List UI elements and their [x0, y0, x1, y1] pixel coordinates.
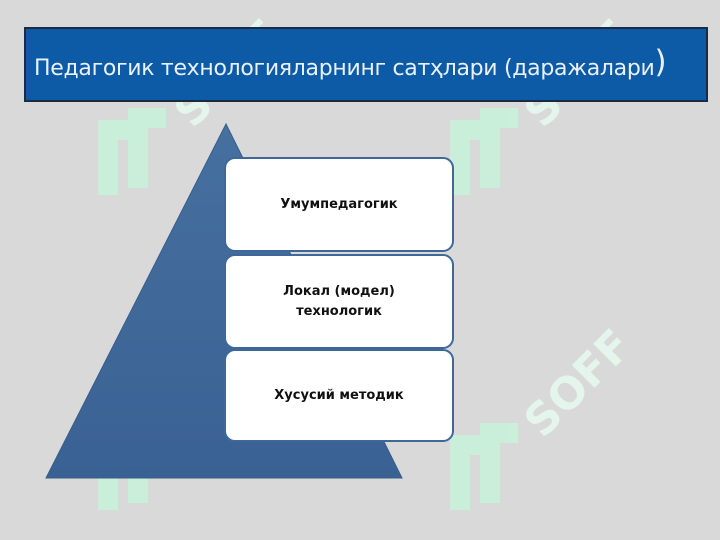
level-label-line: Хусусий методик	[274, 387, 404, 403]
level-label-line: технологик	[296, 303, 382, 319]
slide-title-text: Педагогик технологияларнинг сатҳлари (да…	[34, 55, 655, 81]
level-local-modular: Локал (модел) технологик	[224, 254, 454, 349]
level-label-line: Локал (модел)	[283, 283, 395, 299]
level-label: Хусусий методик	[274, 386, 403, 406]
slide-title: Педагогик технологияларнинг сатҳлари (да…	[34, 43, 667, 83]
level-private-methodical: Хусусий методик	[224, 349, 454, 442]
level-general-pedagogical: Умумпедагогик	[224, 157, 454, 252]
level-label: Умумпедагогик	[280, 195, 397, 215]
level-label: Локал (модел) технологик	[283, 282, 395, 322]
title-bar: Педагогик технологияларнинг сатҳлари (да…	[24, 27, 708, 102]
level-label-line: Умумпедагогик	[280, 196, 398, 212]
slide-title-paren: )	[654, 43, 667, 80]
